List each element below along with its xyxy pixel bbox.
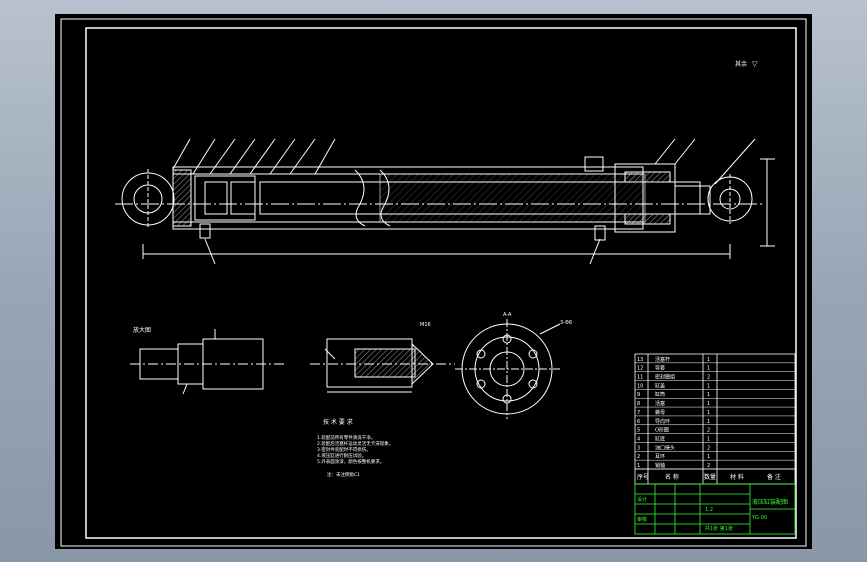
title-block-scale: 1:2 (705, 507, 713, 513)
bom-cell-name: O形圈 (655, 427, 669, 434)
bom-cell-name: 缸底 (655, 435, 665, 442)
bom-cell-no: 1 (637, 463, 640, 469)
bom-cell-name: 耳环 (655, 454, 665, 460)
bom-header-note: 备 注 (767, 473, 781, 481)
bom-cell-qty: 1 (707, 366, 710, 372)
tech-req-line-4: 4.液压缸进行耐压试验。 (317, 452, 366, 459)
bom-cell-name: 活塞 (655, 400, 665, 407)
tech-note: 注：未注倒角C1 (327, 471, 360, 478)
bom-cell-name: 销轴 (655, 462, 665, 469)
tech-req-line-2: 2.装配后活塞杆运动灵活无卡滞现象。 (317, 440, 393, 447)
cylinder-base (172, 169, 192, 227)
sheet-inner-border (85, 27, 797, 539)
piston (194, 175, 256, 221)
detail-label-left: 放大图 (133, 326, 151, 334)
title-block-sheet: 共1张 第1张 (705, 525, 733, 532)
bom-cell-no: 6 (637, 419, 640, 425)
bom-header-no: 序号 (637, 473, 649, 481)
bom-cell-no: 3 (637, 445, 640, 451)
bom-cell-no: 8 (637, 401, 640, 407)
bom-cell-no: 5 (637, 428, 640, 434)
bom-cell-qty: 2 (707, 375, 710, 381)
tech-req-title: 技 术 要 求 (323, 418, 353, 426)
bom-cell-name: 缸筒 (655, 391, 665, 398)
bom-cell-no: 13 (637, 357, 643, 363)
bom-header-name: 名 称 (665, 473, 679, 481)
detail-tag: 3-Φ8 (560, 320, 572, 326)
bom-cell-no: 2 (637, 454, 640, 460)
bom-cell-qty: 1 (707, 436, 710, 442)
bom-cell-name: 油口接头 (655, 444, 675, 451)
bom-cell-qty: 2 (707, 445, 710, 451)
bom-cell-no: 4 (637, 436, 640, 442)
bom-cell-no: 10 (637, 383, 643, 389)
bom-cell-no: 9 (637, 392, 640, 398)
title-block-drawing-title: 液压缸装配图 (752, 498, 788, 506)
bom-cell-no: 7 (637, 410, 640, 416)
bom-cell-name: 密封圈组 (655, 374, 675, 381)
title-block-code: YG-00 (751, 515, 767, 521)
roughness-symbol: ▽ (752, 60, 758, 68)
piston-section-detail (310, 338, 455, 393)
bom-cell-qty: 1 (707, 383, 710, 389)
bom-cell-no: 11 (637, 375, 643, 381)
bom-header: 序号 名 称 数量 材 料 备 注 (635, 468, 795, 481)
title-block (634, 483, 796, 535)
flange-view (455, 319, 561, 419)
cylinder-assembly (115, 138, 775, 265)
bom-cell-name: 活塞杆 (655, 356, 670, 363)
bom-cell-qty: 2 (707, 463, 710, 469)
tech-req-line-1: 1.装配前所有零件清洗干净。 (317, 434, 375, 441)
roughness-note: 其余 (735, 60, 747, 68)
bom-cell-qty: 1 (707, 401, 710, 407)
section-label: A-A (503, 312, 512, 318)
bom-cell-qty: 1 (707, 357, 710, 363)
bom-header-qty: 数量 (704, 473, 716, 481)
bom-cell-name: 导向环 (655, 418, 670, 425)
bom-cell-qty: 1 (707, 392, 710, 398)
bom-cell-name: 导套 (655, 365, 665, 372)
bom-cell-qty: 1 (707, 454, 710, 460)
bom-cell-name: 缸盖 (655, 382, 665, 389)
thread-tag: M16 (420, 322, 431, 328)
tech-req-line-5: 5.外表面涂漆，颜色按整机要求。 (317, 458, 384, 465)
bom-cell-name: 螺母 (655, 409, 665, 416)
bom-cell-no: 12 (637, 366, 643, 372)
bom-cell-qty: 1 (707, 410, 710, 416)
oil-port-left (199, 223, 211, 239)
tech-req-line-3: 3.密封件装配时不得损伤。 (317, 446, 371, 453)
title-block-designer: 设计 (637, 496, 647, 503)
oil-port-right (594, 225, 606, 241)
title-block-checker: 审核 (637, 516, 647, 523)
bom-cell-qty: 1 (707, 419, 710, 425)
sheet-outer-border (60, 18, 807, 547)
rod-end-detail (130, 329, 285, 395)
bom-header-material: 材 料 (730, 473, 744, 481)
bom-cell-qty: 2 (707, 428, 710, 434)
